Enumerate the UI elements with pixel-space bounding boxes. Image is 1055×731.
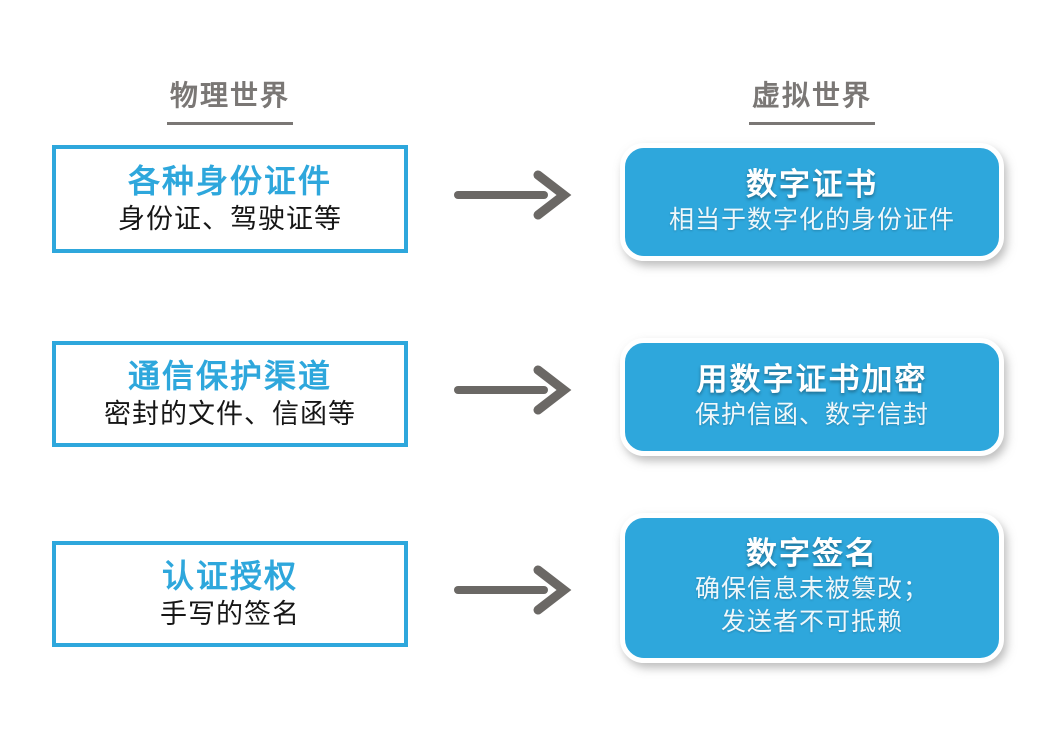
- virtual-box-subtitle: 相当于数字化的身份证件: [668, 205, 955, 234]
- arrow-right-icon: [454, 565, 572, 615]
- virtual-box-certificate-encryption: 用数字证书加密 保护信函、数字信封: [620, 338, 1004, 456]
- physical-box-subtitle: 手写的签名: [160, 599, 300, 630]
- virtual-box-title: 数字签名: [746, 536, 878, 572]
- virtual-box-digital-signature: 数字签名 确保信息未被篡改； 发送者不可抵赖: [620, 513, 1004, 663]
- virtual-world-header-label: 虚拟世界: [748, 74, 875, 125]
- physical-box-id-documents: 各种身份证件 身份证、驾驶证等: [52, 145, 408, 253]
- physical-box-subtitle: 密封的文件、信函等: [104, 399, 356, 430]
- physical-world-header-label: 物理世界: [166, 74, 293, 125]
- virtual-box-subtitle: 保护信函、数字信封: [694, 400, 929, 429]
- virtual-box-title: 用数字证书加密: [696, 361, 928, 397]
- physical-box-authorization: 认证授权 手写的签名: [52, 541, 408, 647]
- virtual-world-header: 虚拟世界: [620, 74, 1004, 125]
- virtual-box-title: 数字证书: [746, 166, 878, 202]
- physical-box-subtitle: 身份证、驾驶证等: [118, 204, 342, 235]
- physical-box-title: 各种身份证件: [127, 162, 332, 199]
- physical-box-title: 认证授权: [161, 557, 298, 594]
- arrow-right-icon: [454, 365, 572, 415]
- arrow-right-icon: [454, 170, 572, 220]
- physical-box-title: 通信保护渠道: [127, 357, 332, 394]
- virtual-box-subtitle-line2: 发送者不可抵赖: [720, 608, 903, 637]
- physical-box-protected-channel: 通信保护渠道 密封的文件、信函等: [52, 341, 408, 447]
- physical-world-header: 物理世界: [52, 74, 408, 125]
- virtual-box-digital-certificate: 数字证书 相当于数字化的身份证件: [620, 143, 1004, 261]
- virtual-box-subtitle: 确保信息未被篡改；: [694, 574, 929, 603]
